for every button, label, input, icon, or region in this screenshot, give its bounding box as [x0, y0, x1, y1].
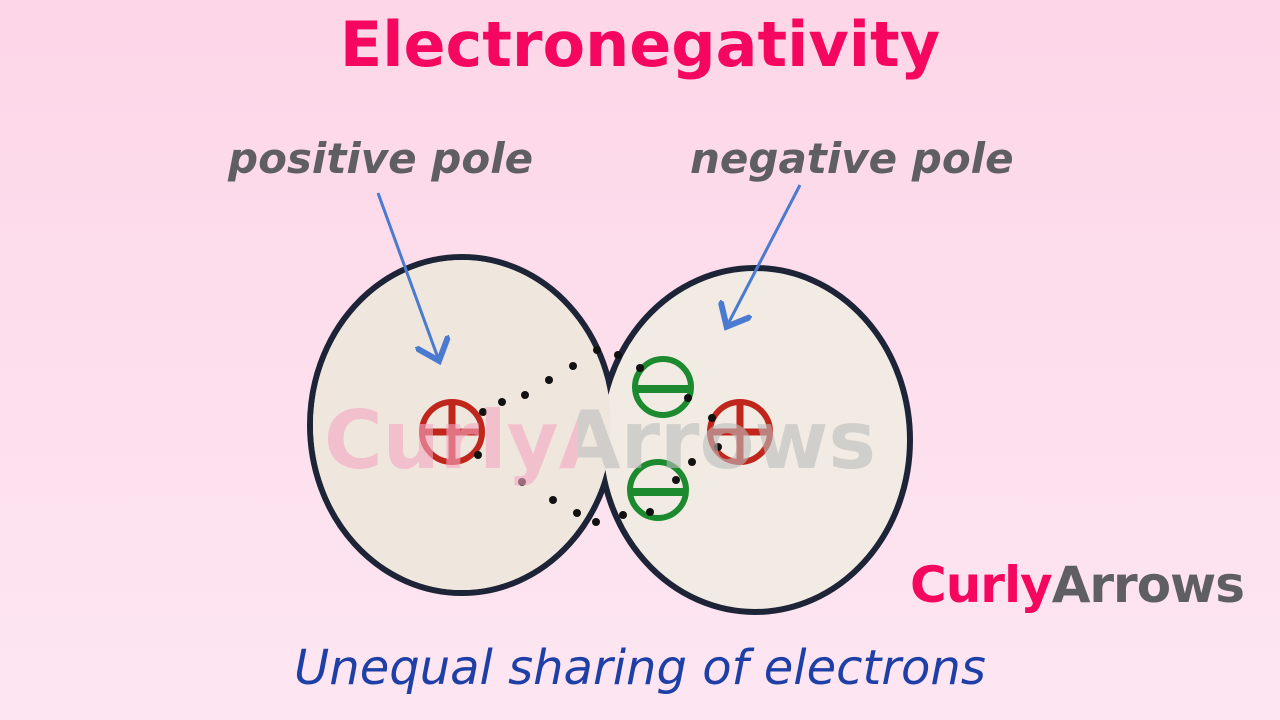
positive-charge-left [419, 399, 485, 465]
electron-dot [688, 458, 696, 466]
positive-pole-label: positive pole [228, 134, 534, 183]
electron-dot [646, 508, 654, 516]
negative-pole-arrow [728, 184, 802, 324]
electron-dot [708, 414, 716, 422]
page-title: Electronegativity [339, 8, 941, 81]
electron-dot [684, 394, 692, 402]
electron-dot [569, 362, 577, 370]
watermark: CurlyArrows [324, 394, 876, 487]
electron-dot [549, 496, 557, 504]
caption: Unequal sharing of electrons [294, 640, 986, 696]
electron-dot [545, 376, 553, 384]
electron-dot [593, 346, 601, 354]
electron-dot [636, 364, 644, 372]
positive-charge-right [707, 399, 773, 465]
electron-dot [714, 443, 722, 451]
electron-dot [573, 509, 581, 517]
negative-pole-label: negative pole [690, 134, 1014, 183]
logo-part1: Curly [910, 556, 1053, 614]
electron-dot [479, 408, 487, 416]
electron-dot [619, 511, 627, 519]
positive-pole-arrow [376, 192, 438, 358]
electron-dot [498, 398, 506, 406]
electron-dot [474, 451, 482, 459]
molecule-outline [307, 254, 913, 615]
negative-charge-bottom [627, 459, 689, 521]
negative-charge-top [632, 356, 694, 418]
electron-dots [474, 346, 722, 526]
electron-dot [614, 351, 622, 359]
logo-part2: Arrows [1051, 556, 1245, 614]
electron-dot [672, 476, 680, 484]
electron-dot [521, 391, 529, 399]
electron-dot [518, 478, 526, 486]
curlyarrows-logo: CurlyArrows [910, 556, 1245, 614]
electron-dot [592, 518, 600, 526]
